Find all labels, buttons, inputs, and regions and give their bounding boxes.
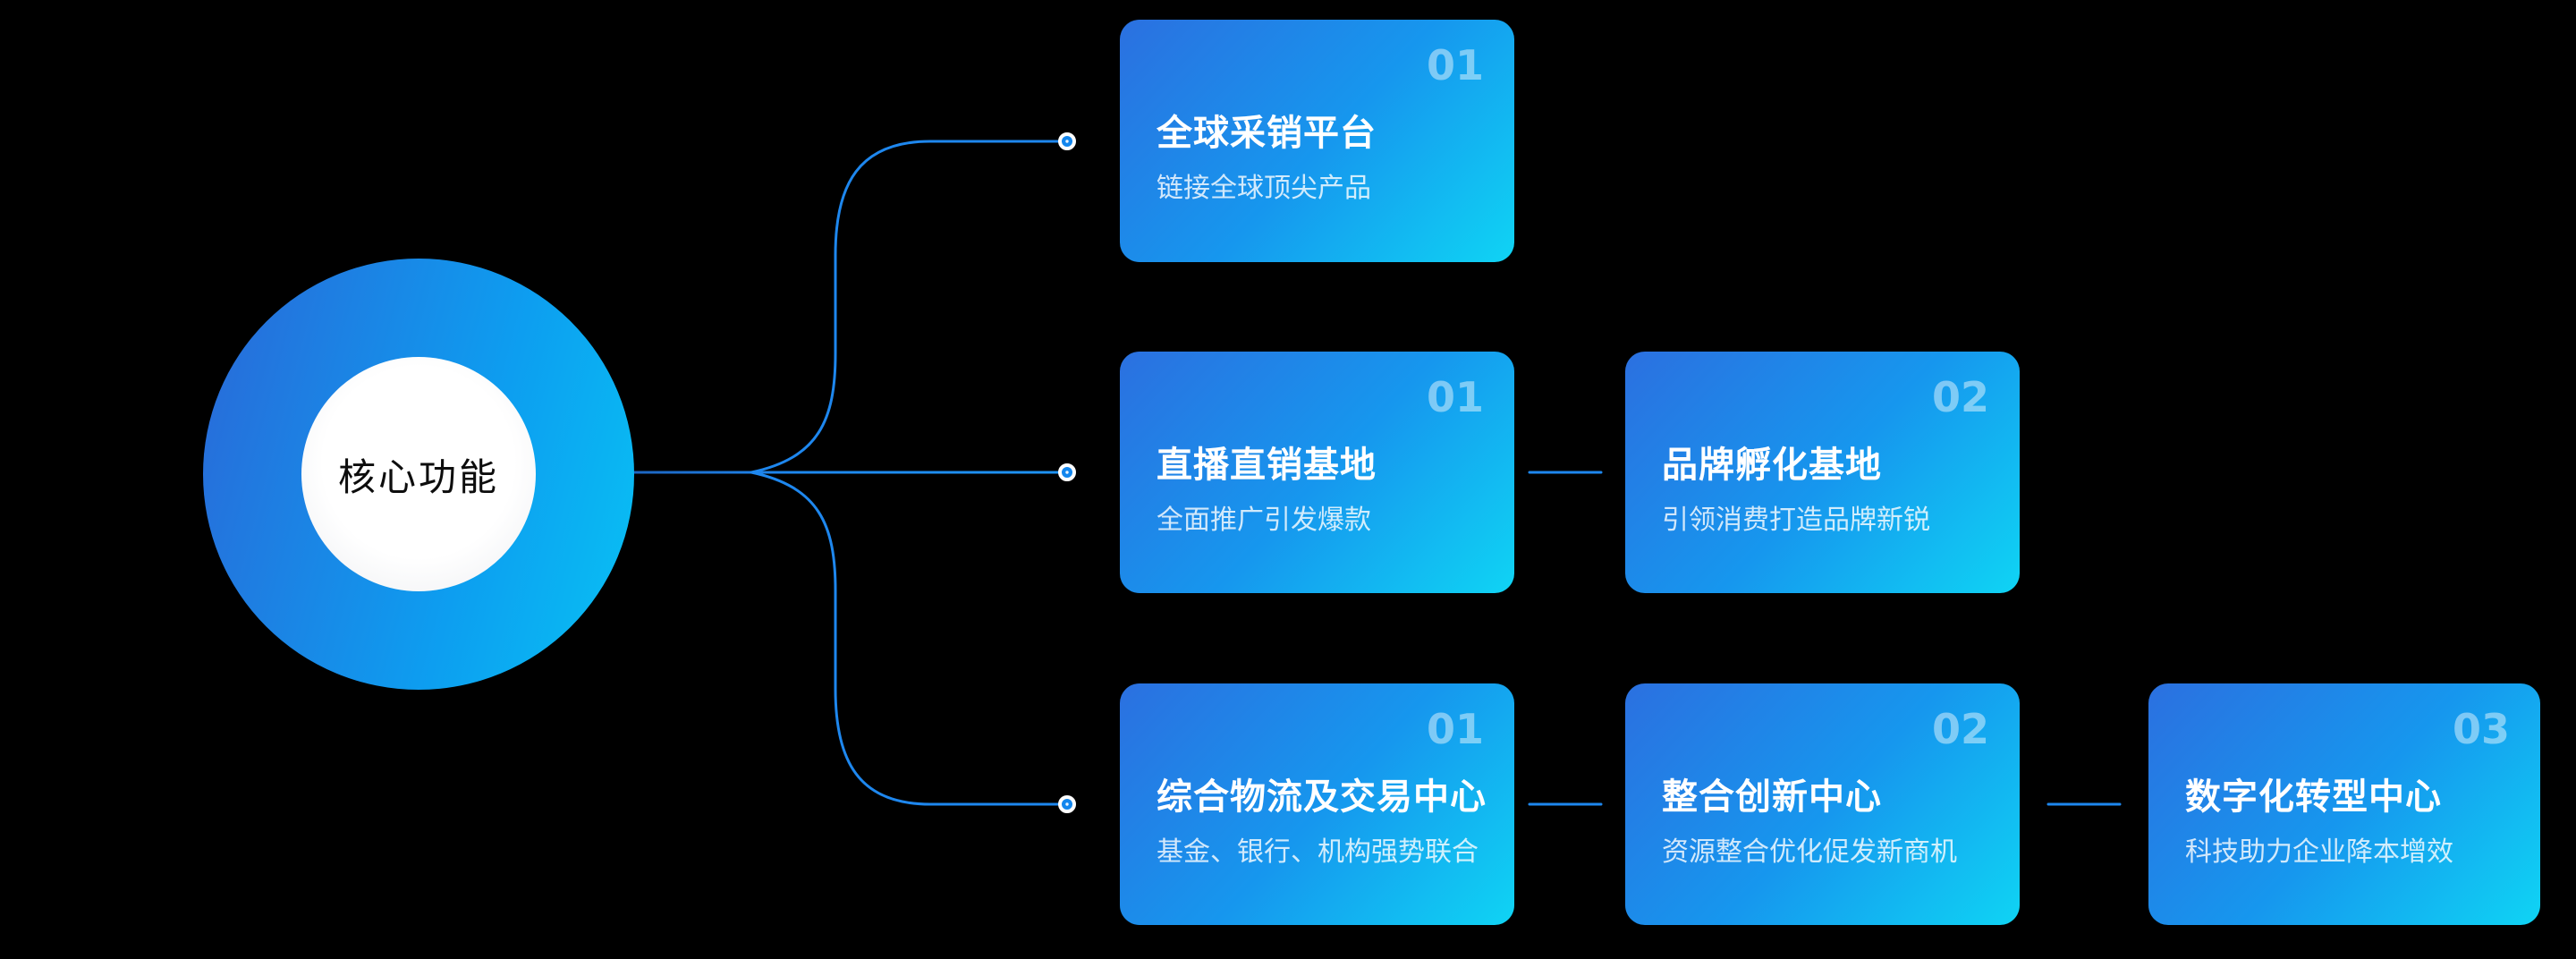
card-title: 直播直销基地: [1157, 445, 1377, 486]
card-integration-innovation-center[interactable]: 02 整合创新中心 资源整合优化促发新商机: [1625, 683, 2020, 925]
card-subtitle: 科技助力企业降本增效: [2185, 836, 2453, 868]
card-logistics-trade-center[interactable]: 01 综合物流及交易中心 基金、银行、机构强势联合: [1120, 683, 1514, 925]
card-title: 综合物流及交易中心: [1157, 777, 1487, 818]
card-subtitle: 资源整合优化促发新商机: [1662, 836, 1957, 868]
node-dot-row1: [1058, 132, 1076, 150]
card-number: 03: [2452, 705, 2510, 753]
card-subtitle: 全面推广引发爆款: [1157, 505, 1371, 536]
card-subtitle: 基金、银行、机构强势联合: [1157, 836, 1479, 868]
card-number: 02: [1931, 373, 1989, 421]
card-title: 数字化转型中心: [2185, 777, 2442, 818]
node-dot-row2: [1058, 463, 1076, 481]
card-title: 整合创新中心: [1662, 777, 1882, 818]
center-node: 核心功能: [301, 357, 536, 591]
card-number: 01: [1426, 373, 1484, 421]
card-subtitle: 链接全球顶尖产品: [1157, 173, 1371, 204]
card-livestream-base[interactable]: 01 直播直销基地 全面推广引发爆款: [1120, 352, 1514, 593]
card-number: 01: [1426, 41, 1484, 89]
card-number: 01: [1426, 705, 1484, 753]
card-subtitle: 引领消费打造品牌新锐: [1662, 505, 1930, 536]
card-title: 全球采销平台: [1157, 113, 1377, 154]
connector-line-bottom: [750, 471, 1063, 806]
center-node-ring: 核心功能: [203, 259, 634, 690]
card-title: 品牌孵化基地: [1662, 445, 1882, 486]
card-global-procurement[interactable]: 01 全球采销平台 链接全球顶尖产品: [1120, 20, 1514, 262]
card-digital-transformation-center[interactable]: 03 数字化转型中心 科技助力企业降本增效: [2148, 683, 2540, 925]
card-number: 02: [1931, 705, 1989, 753]
node-dot-row3: [1058, 795, 1076, 813]
connector-line-top: [750, 140, 1063, 474]
center-node-label: 核心功能: [337, 454, 499, 499]
card-brand-incubation[interactable]: 02 品牌孵化基地 引领消费打造品牌新锐: [1625, 352, 2020, 593]
